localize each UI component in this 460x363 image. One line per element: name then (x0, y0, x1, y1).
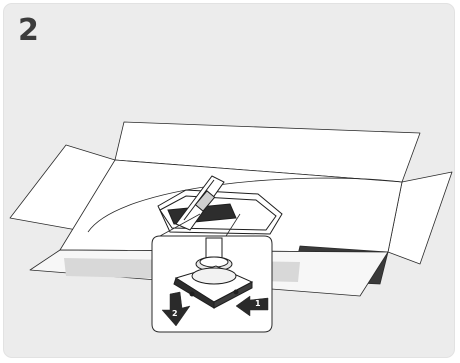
arrow-2-label: 2 (172, 309, 178, 318)
arrow-1-label: 1 (255, 299, 261, 308)
